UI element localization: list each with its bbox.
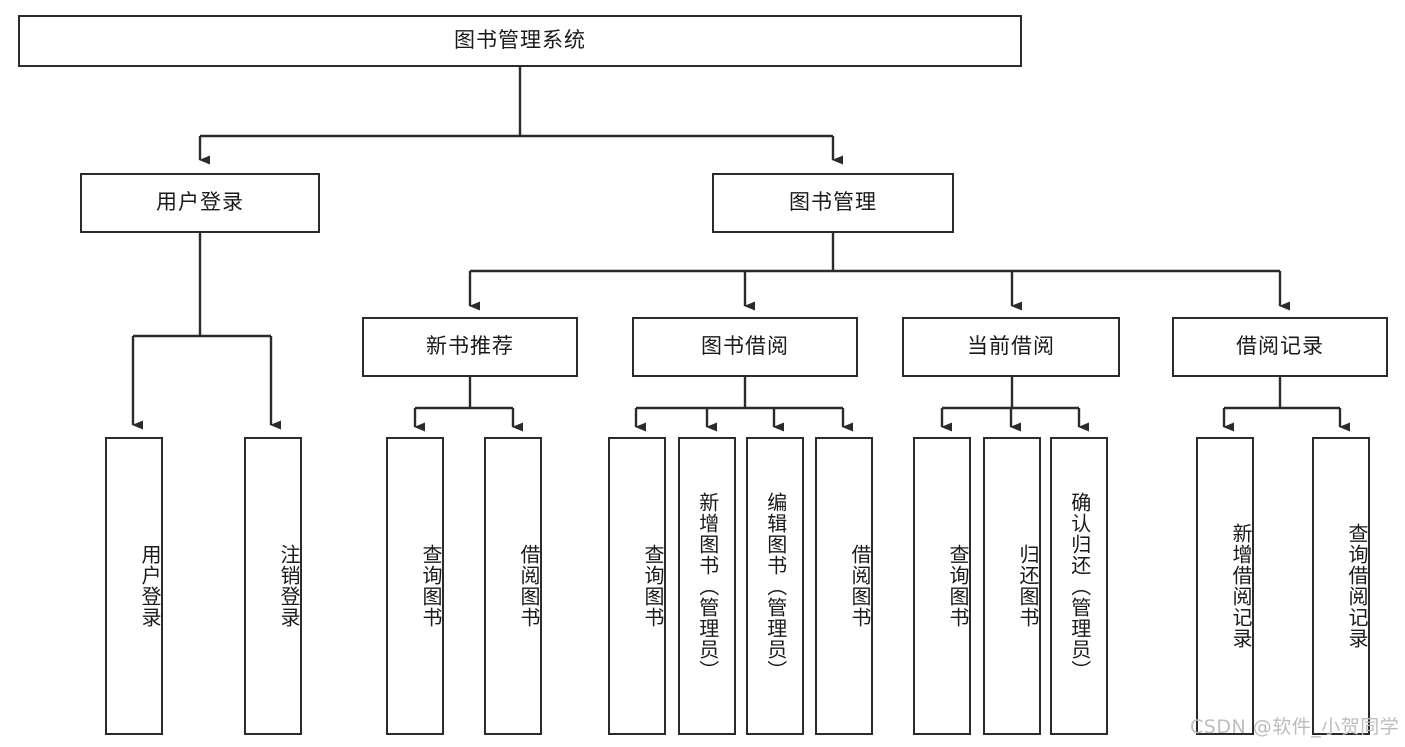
node-book-borrow-label: 图书借阅 [701,334,789,359]
leaf-edit-book-admin[interactable]: 编辑图书（管理员） [746,437,804,735]
node-current-borrow-label: 当前借阅 [967,334,1055,359]
leaf-query-borrow-record[interactable]: 查询借阅记录 [1312,437,1370,735]
leaf-recommend-borrow-book-label: 借阅图书 [517,544,541,628]
leaf-recommend-query-book[interactable]: 查询图书 [386,437,444,735]
node-book-borrow[interactable]: 图书借阅 [632,317,858,377]
leaf-borrow-query-book[interactable]: 查询图书 [608,437,666,735]
node-root-system[interactable]: 图书管理系统 [18,15,1022,67]
leaf-add-book-admin[interactable]: 新增图书（管理员） [678,437,736,735]
leaf-recommend-query-book-label: 查询图书 [419,544,443,628]
leaf-return-book-label: 归还图书 [1016,544,1040,628]
node-current-borrow[interactable]: 当前借阅 [902,317,1120,377]
node-user-login[interactable]: 用户登录 [80,173,320,233]
leaf-logout[interactable]: 注销登录 [244,437,302,735]
leaf-current-query-book-label: 查询图书 [946,544,970,628]
leaf-confirm-return-admin-label: 确认归还（管理员） [1067,491,1092,681]
leaf-logout-label: 注销登录 [277,544,301,628]
leaf-add-book-admin-label: 新增图书（管理员） [695,491,720,681]
leaf-edit-book-admin-label: 编辑图书（管理员） [763,491,788,681]
node-borrow-record-label: 借阅记录 [1236,334,1324,359]
leaf-add-borrow-record[interactable]: 新增借阅记录 [1196,437,1254,735]
leaf-return-book[interactable]: 归还图书 [983,437,1041,735]
leaf-confirm-return-admin[interactable]: 确认归还（管理员） [1050,437,1108,735]
leaf-borrow-query-book-label: 查询图书 [641,544,665,628]
node-user-login-label: 用户登录 [156,190,244,215]
node-book-management-label: 图书管理 [789,190,877,215]
leaf-add-borrow-record-label: 新增借阅记录 [1229,523,1253,649]
leaf-borrow-book[interactable]: 借阅图书 [815,437,873,735]
leaf-borrow-book-label: 借阅图书 [848,544,872,628]
node-book-management[interactable]: 图书管理 [712,173,954,233]
node-new-book-recommend-label: 新书推荐 [426,334,514,359]
leaf-recommend-borrow-book[interactable]: 借阅图书 [484,437,542,735]
node-borrow-record[interactable]: 借阅记录 [1172,317,1388,377]
watermark-text: CSDN @软件_小贺同学 [1190,716,1400,738]
leaf-user-login[interactable]: 用户登录 [105,437,163,735]
node-new-book-recommend[interactable]: 新书推荐 [362,317,578,377]
node-root-label: 图书管理系统 [454,28,586,53]
leaf-query-borrow-record-label: 查询借阅记录 [1345,523,1369,649]
leaf-current-query-book[interactable]: 查询图书 [913,437,971,735]
leaf-user-login-label: 用户登录 [138,544,162,628]
